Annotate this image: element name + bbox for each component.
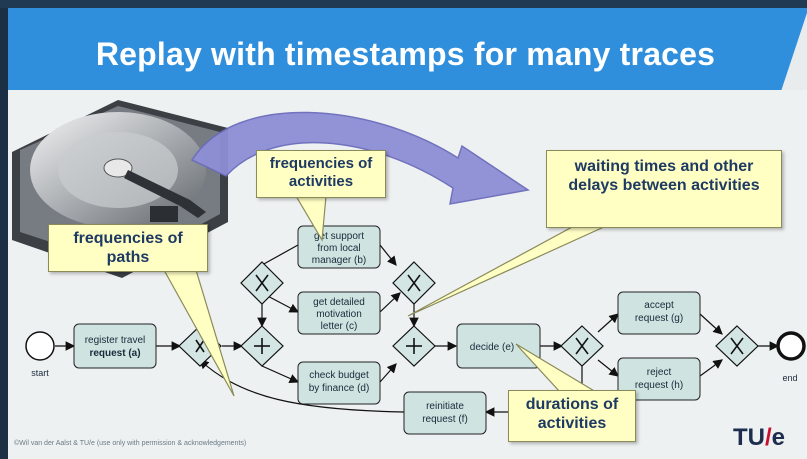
activity-d-label: check budget [309, 370, 369, 381]
activity-e-box [456, 323, 541, 369]
activity-a-label: register travel [85, 335, 146, 346]
callout-durations-of-activities: durations of activities [508, 390, 636, 442]
activity-g-label: accept [644, 300, 674, 311]
activity-a-label-2: request (a) [89, 348, 140, 359]
activity-b-box [297, 225, 381, 269]
activity-b-label-2: from local [317, 243, 360, 254]
callout-text: durations of activities [525, 396, 619, 433]
activity-d-box [297, 361, 381, 405]
activity-e-label: decide (e) [470, 342, 514, 353]
callout-text: waiting times and other delays between a… [568, 158, 760, 195]
tue-logo: TU/e [733, 424, 786, 451]
activity-b-label-3: manager (b) [312, 255, 366, 266]
activity-a-box [73, 323, 157, 369]
big-arrow-shape [190, 111, 530, 205]
slide-title: Replay with timestamps for many traces [95, 36, 716, 72]
callout-waiting-times: waiting times and other delays between a… [546, 150, 782, 228]
top-strip [0, 0, 807, 8]
activity-c-label: get detailed [313, 297, 365, 308]
end-event [776, 331, 806, 361]
activity-c-label-2: motivation [316, 309, 362, 320]
callout-frequencies-of-paths: frequencies of paths [48, 224, 208, 272]
activity-b-label: get support [314, 231, 364, 242]
activity-h-label: reject [647, 367, 672, 378]
activity-g-label-2: request (g) [635, 313, 683, 324]
activity-d-label-2: by finance (d) [309, 383, 370, 394]
start-event [25, 331, 55, 361]
start-label: start [31, 368, 49, 378]
activity-f-box [403, 391, 487, 435]
title-banner: Replay with timestamps for many traces [8, 8, 807, 90]
activity-c-box [297, 291, 381, 335]
activity-h-box [617, 357, 701, 401]
callout-pointer-waiting [407, 225, 607, 317]
activity-f-label: reinitiate [426, 401, 464, 412]
copyright-footer: ©Wil van der Aalst & TU/e (use only with… [14, 440, 247, 447]
end-label: end [782, 373, 797, 383]
activity-c-label-3: letter (c) [321, 321, 358, 332]
callout-text: frequencies of activities [269, 155, 373, 190]
callout-frequencies-of-activities: frequencies of activities [256, 150, 386, 198]
left-edge [0, 8, 8, 459]
callout-text: frequencies of paths [73, 230, 183, 267]
activity-h-label-2: request (h) [635, 380, 683, 391]
activity-f-label-2: request (f) [422, 414, 468, 425]
activity-g-box [617, 291, 701, 335]
callout-pointer-paths [162, 269, 235, 397]
